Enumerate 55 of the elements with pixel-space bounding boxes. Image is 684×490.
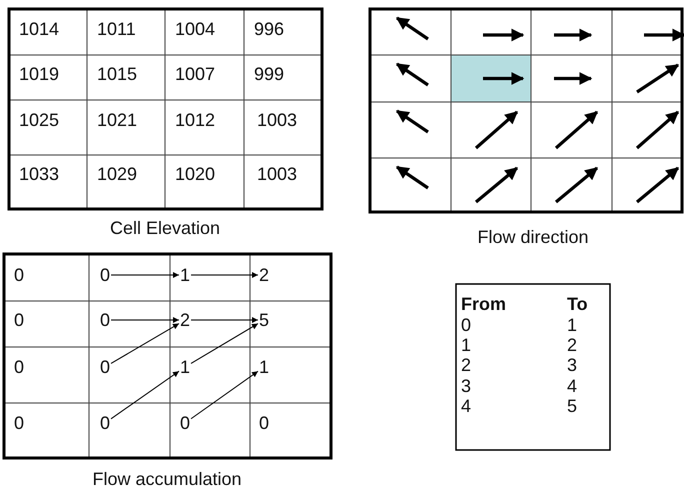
arrow	[110, 317, 180, 323]
cell-value: 2	[259, 266, 270, 284]
arrow	[190, 323, 258, 364]
cell-value: 0	[14, 358, 24, 376]
cell-value: 1003	[257, 165, 298, 183]
table-cell: 1	[461, 336, 472, 354]
cell-value: 999	[254, 65, 284, 83]
cell-value: 1007	[175, 65, 216, 83]
cell-value: 0	[100, 266, 110, 284]
table-cell: 0	[461, 316, 472, 334]
caption: Cell Elevation	[110, 219, 220, 237]
cell-value: 1014	[19, 20, 60, 38]
cell-value: 0	[100, 311, 110, 329]
cell-value: 2	[180, 311, 190, 329]
cell-value: 0	[14, 266, 24, 284]
table-cell: 4	[567, 377, 578, 395]
cell-value: 0	[14, 414, 24, 432]
arrow	[190, 317, 258, 323]
table-cell: 3	[461, 377, 472, 395]
cell-value: 1021	[97, 111, 138, 129]
cell-value: 1029	[97, 165, 138, 183]
column-header: To	[567, 295, 588, 313]
cell-value: 1003	[257, 111, 298, 129]
cell-value: 1011	[97, 20, 136, 38]
cell-value: 1	[259, 358, 270, 376]
table-cell: 4	[461, 397, 472, 415]
table-cell: 5	[567, 397, 578, 415]
caption: Flow direction	[477, 228, 589, 246]
cell-value: 0	[100, 358, 110, 376]
arrow	[190, 370, 258, 420]
cell-value: 1019	[19, 65, 60, 83]
cell-value: 996	[254, 20, 284, 38]
cell-value: 1012	[175, 111, 216, 129]
cell-value: 0	[180, 414, 190, 432]
cell-value: 1	[180, 266, 190, 284]
table-cell: 1	[567, 316, 578, 334]
cell-value: 0	[100, 414, 110, 432]
cell-value: 1004	[175, 20, 216, 38]
cell-value: 1033	[19, 165, 60, 183]
table-cell: 2	[461, 356, 472, 374]
column-header: From	[461, 295, 506, 313]
table-cell: 2	[567, 336, 578, 354]
arrow	[110, 323, 180, 364]
arrow	[110, 272, 180, 278]
cell-value: 1025	[19, 111, 60, 129]
cell-value: 5	[259, 311, 270, 329]
cell-value: 1	[180, 358, 190, 376]
cell-value: 1020	[175, 165, 216, 183]
arrow	[190, 272, 258, 278]
cell-value: 1015	[97, 65, 138, 83]
arrow	[110, 370, 180, 420]
cell-value: 0	[14, 311, 24, 329]
table-cell: 3	[567, 356, 578, 374]
caption: Flow accumulation	[92, 470, 242, 488]
cell-value: 0	[259, 414, 270, 432]
